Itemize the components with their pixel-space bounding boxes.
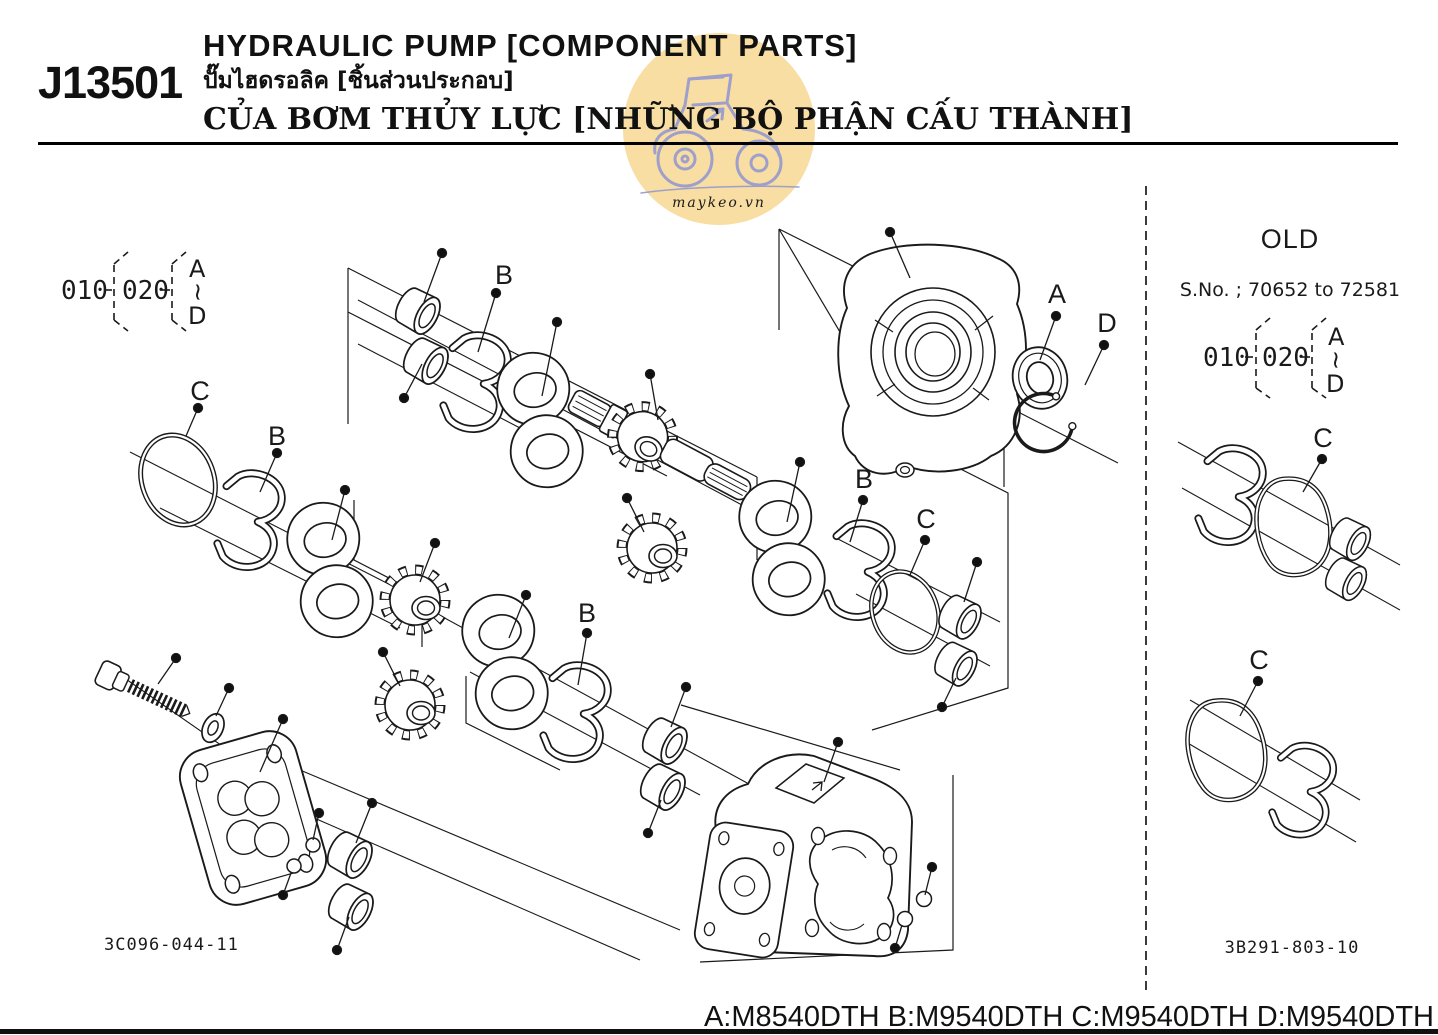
snap-ring-part [1012, 391, 1077, 454]
leader-lines [157, 226, 1328, 956]
ref-number: 020 [122, 276, 169, 306]
part-label: B [855, 464, 873, 494]
old-section: OLD S.No. ; 70652 to 72581 010 020 A ~ D… [1180, 224, 1400, 958]
page-bottom-rule [0, 1029, 1438, 1034]
drive-gear-shaft-part [567, 389, 752, 501]
bushing-part [932, 590, 987, 644]
part-label: C [1313, 423, 1333, 453]
bushing-part [389, 282, 447, 339]
driven-gear-part [622, 518, 682, 578]
washer-part [201, 712, 225, 744]
bushing-part [1323, 513, 1377, 565]
old-section-title: OLD [1261, 224, 1320, 254]
page-title-thai: ปั๊มไฮดรอลิค [ชิ้นส่วนประกอบ] [203, 68, 514, 94]
rear-cover-part [178, 730, 328, 906]
tractor-watermark-icon: maykeo.vn [640, 73, 800, 211]
part-label: B [495, 260, 513, 290]
main-drawing-code: 3C096-044-11 [104, 935, 239, 955]
page-title-vietnamese: CỦA BƠM THỦY LỰC [NHỮNG BỘ PHẬN CẤU THÀN… [203, 102, 1134, 137]
ref-number-block-old: 010 020 A ~ D [1203, 317, 1350, 399]
bushing-part [1319, 553, 1373, 605]
model-applicability: A:M8540DTH B:M9540DTH C:M9540DTH D:M9540… [703, 1001, 1434, 1033]
part-label: D [1097, 308, 1117, 338]
ref-range-to: D [1326, 370, 1344, 398]
part-labels: B C B A D B C B C C [190, 260, 1333, 675]
header-rule [38, 142, 1398, 145]
bushing-part [321, 826, 379, 883]
dowel-pin-part [896, 910, 914, 928]
backup-ring-part [215, 470, 285, 571]
page-title-english: HYDRAULIC PUMP [COMPONENT PARTS] [203, 28, 858, 63]
backup-ring-part [825, 520, 895, 621]
dowel-pin-part [286, 858, 302, 874]
part-label: B [578, 598, 596, 628]
ref-range-from: A [1328, 323, 1345, 351]
bushing-part [928, 637, 983, 691]
ref-number: 020 [1262, 343, 1309, 373]
pump-body-part [693, 753, 913, 959]
part-label: B [268, 421, 286, 451]
bushing-part [634, 758, 692, 815]
backup-ring-part [1270, 742, 1337, 838]
watermark-circle: maykeo.vn [623, 33, 815, 225]
old-serial-range: S.No. ; 70652 to 72581 [1180, 279, 1400, 301]
ref-number: 010 [1203, 343, 1250, 373]
part-label: C [916, 504, 936, 534]
ref-range-from: A [189, 255, 206, 283]
dowel-pin-part [305, 837, 321, 853]
watermark-site-text: maykeo.vn [672, 195, 766, 211]
bushing-part [322, 878, 380, 935]
side-plate-part [273, 497, 387, 643]
dowel-pin-part [915, 890, 933, 908]
part-label: A [1048, 279, 1066, 309]
old-drawing-code: 3B291-803-10 [1225, 938, 1360, 958]
gear-part [380, 675, 440, 735]
ref-range-tilde: ~ [184, 282, 212, 302]
part-label: C [1249, 645, 1269, 675]
gear-part [385, 570, 445, 630]
o-ring-part [128, 424, 227, 535]
section-code: J13501 [38, 57, 183, 108]
ref-number-block-main: 010 020 A ~ D [61, 251, 212, 332]
backup-ring-part [541, 662, 611, 763]
ref-range-to: D [188, 302, 206, 330]
bushing-part [636, 712, 694, 769]
ref-range-tilde: ~ [1322, 350, 1350, 370]
part-label: C [190, 376, 210, 406]
bolt-part [94, 660, 191, 718]
ref-number: 010 [61, 276, 108, 306]
front-cover-part [837, 243, 1027, 478]
gasket-part [1175, 690, 1278, 809]
